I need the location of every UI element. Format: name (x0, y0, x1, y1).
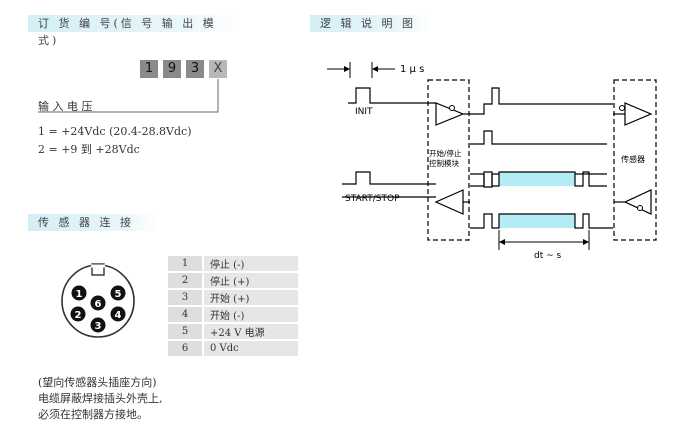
connector-diagram: 1 6 5 2 4 3 (61, 263, 135, 338)
logic-title: 逻 辑 说 明 图 (320, 17, 416, 30)
input-voltage-label: 输 入 电 压 (38, 100, 93, 113)
pin-description: +24 V 电源 (202, 324, 298, 339)
code-digit-2: 9 (163, 60, 181, 78)
pin-number: 6 (168, 341, 202, 356)
connector-note-3: 必须在控制器方接地。 (38, 408, 148, 421)
connector-pin-4-label: 4 (115, 310, 122, 321)
voltage-leader-line (38, 79, 219, 113)
dt-highlight-upper (499, 172, 575, 186)
order-code-title: 订 货 编 号(信 号 输 出 模 式) (38, 17, 217, 47)
connector-pin-3 (90, 317, 106, 333)
table-row: 5+24 V 电源 (168, 324, 298, 339)
start-stop-label: START/STOP (345, 194, 400, 204)
init-inverter-bubble (449, 105, 455, 111)
connector-pin-5 (110, 285, 126, 301)
logic-title-band: 逻 辑 说 明 图 (310, 15, 430, 32)
connector-pin-6-label: 6 (95, 299, 102, 310)
pin-description: 停止 (-) (202, 256, 298, 271)
init-label: INIT (355, 107, 373, 117)
start-stop-input (342, 171, 436, 198)
code-digit-3: 3 (186, 60, 204, 78)
connector-pin-5-label: 5 (115, 289, 122, 300)
pin-description: 开始 (-) (202, 307, 298, 322)
dt-label: dt ~ s (534, 251, 562, 261)
pin-number: 2 (168, 273, 202, 288)
voltage-option-2: 2 = +9 到 +28Vdc (38, 143, 140, 156)
code-digit-1: 1 (140, 60, 158, 78)
connector-pin-3-label: 3 (95, 321, 102, 332)
pin-description: 开始 (+) (202, 290, 298, 305)
connector-pin-1 (71, 285, 87, 301)
connector-pin-2-label: 2 (75, 310, 82, 321)
voltage-option-1: 1 = +24Vdc (20.4-28.8Vdc) (38, 125, 192, 138)
connector-pin-4 (110, 306, 126, 322)
controller-module-box (427, 79, 470, 241)
init-output-signal (470, 87, 653, 126)
start-stop-gates (434, 189, 652, 215)
connection-title: 传 感 器 连 接 (38, 216, 134, 229)
controller-label-line-2: 控制模块 (429, 158, 459, 168)
pin-number: 5 (168, 324, 202, 339)
sensor-box (613, 79, 657, 241)
pin-number: 1 (168, 256, 202, 271)
order-code-title-band: 订 货 编 号(信 号 输 出 模 式) (28, 15, 238, 47)
controller-label-line-1: 开始/停止 (429, 148, 462, 158)
code-digit-x: X (209, 60, 227, 78)
pin-description: 停止 (+) (202, 273, 298, 288)
connector-note-2: 电缆屏蔽焊接插头外壳上, (38, 392, 163, 405)
dt-dimension (498, 230, 590, 250)
start-stop-sensor-bubble (637, 205, 643, 211)
pulse-width-marker (327, 62, 395, 78)
pin-number: 3 (168, 290, 202, 305)
pulse-width-label: 1 μ s (400, 64, 424, 75)
sensor-label: 传感器 (621, 154, 645, 164)
connector-pin-6 (90, 295, 106, 311)
connector-pin-1-label: 1 (76, 289, 83, 300)
connection-title-band: 传 感 器 连 接 (28, 214, 158, 231)
pin-description: 0 Vdc (202, 341, 298, 356)
init-sensor-bubble (619, 105, 625, 111)
start-stop-pulses (470, 171, 613, 229)
dt-highlight-lower (499, 214, 575, 228)
connector-pin-2 (70, 306, 86, 322)
connector-note-1: (望向传感器头插座方向) (38, 376, 157, 389)
pin-number: 4 (168, 307, 202, 322)
